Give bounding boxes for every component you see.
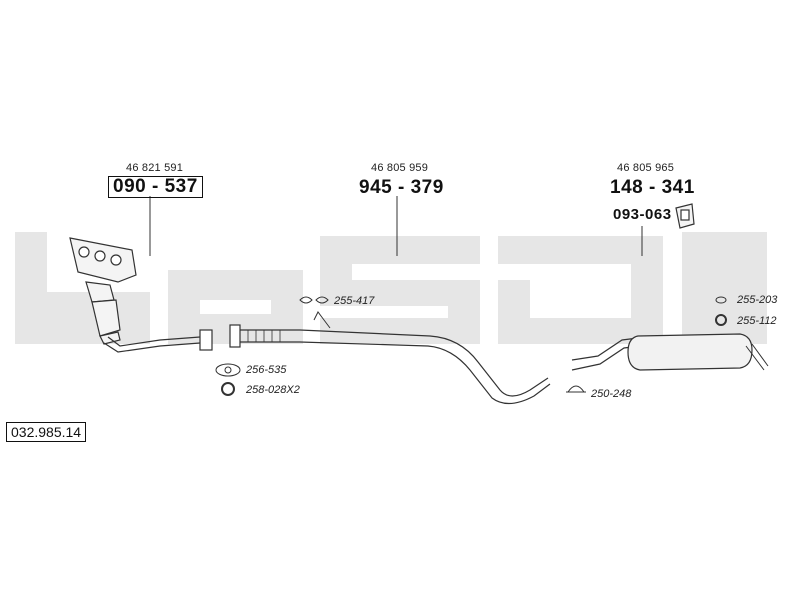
brand-watermark xyxy=(15,232,767,344)
catalog-number: 032.985.14 xyxy=(6,422,87,442)
oe-number-rear: 46 805 965 xyxy=(617,162,675,174)
middle-pipe xyxy=(229,311,551,405)
accessory-label-clamp[interactable]: 255-417 xyxy=(334,295,375,307)
part-number-middle[interactable]: 945 - 379 xyxy=(359,177,444,198)
oe-number-front: 46 821 591 xyxy=(126,162,184,174)
part-number-rear[interactable]: 148 - 341 xyxy=(610,177,695,198)
accessory-label-gasket[interactable]: 256-535 xyxy=(246,364,287,376)
accessory-label-ring-a[interactable]: 255-203 xyxy=(737,294,778,306)
oe-number-middle: 46 805 959 xyxy=(371,162,429,174)
accessory-label-nut[interactable]: 258-028X2 xyxy=(246,384,300,396)
part-number-mount[interactable]: 093-063 xyxy=(613,206,672,223)
mount-bracket-icon xyxy=(675,203,695,229)
manifold-catalyst xyxy=(69,237,137,345)
rear-silencer xyxy=(571,333,769,371)
leader-lines xyxy=(149,196,643,256)
part-number-front[interactable]: 090 - 537 xyxy=(108,176,203,198)
accessory-icons xyxy=(215,296,727,396)
accessory-label-clamp-rear[interactable]: 250-248 xyxy=(591,388,632,400)
accessory-label-ring-b[interactable]: 255-112 xyxy=(737,315,777,327)
front-pipe xyxy=(103,329,213,353)
